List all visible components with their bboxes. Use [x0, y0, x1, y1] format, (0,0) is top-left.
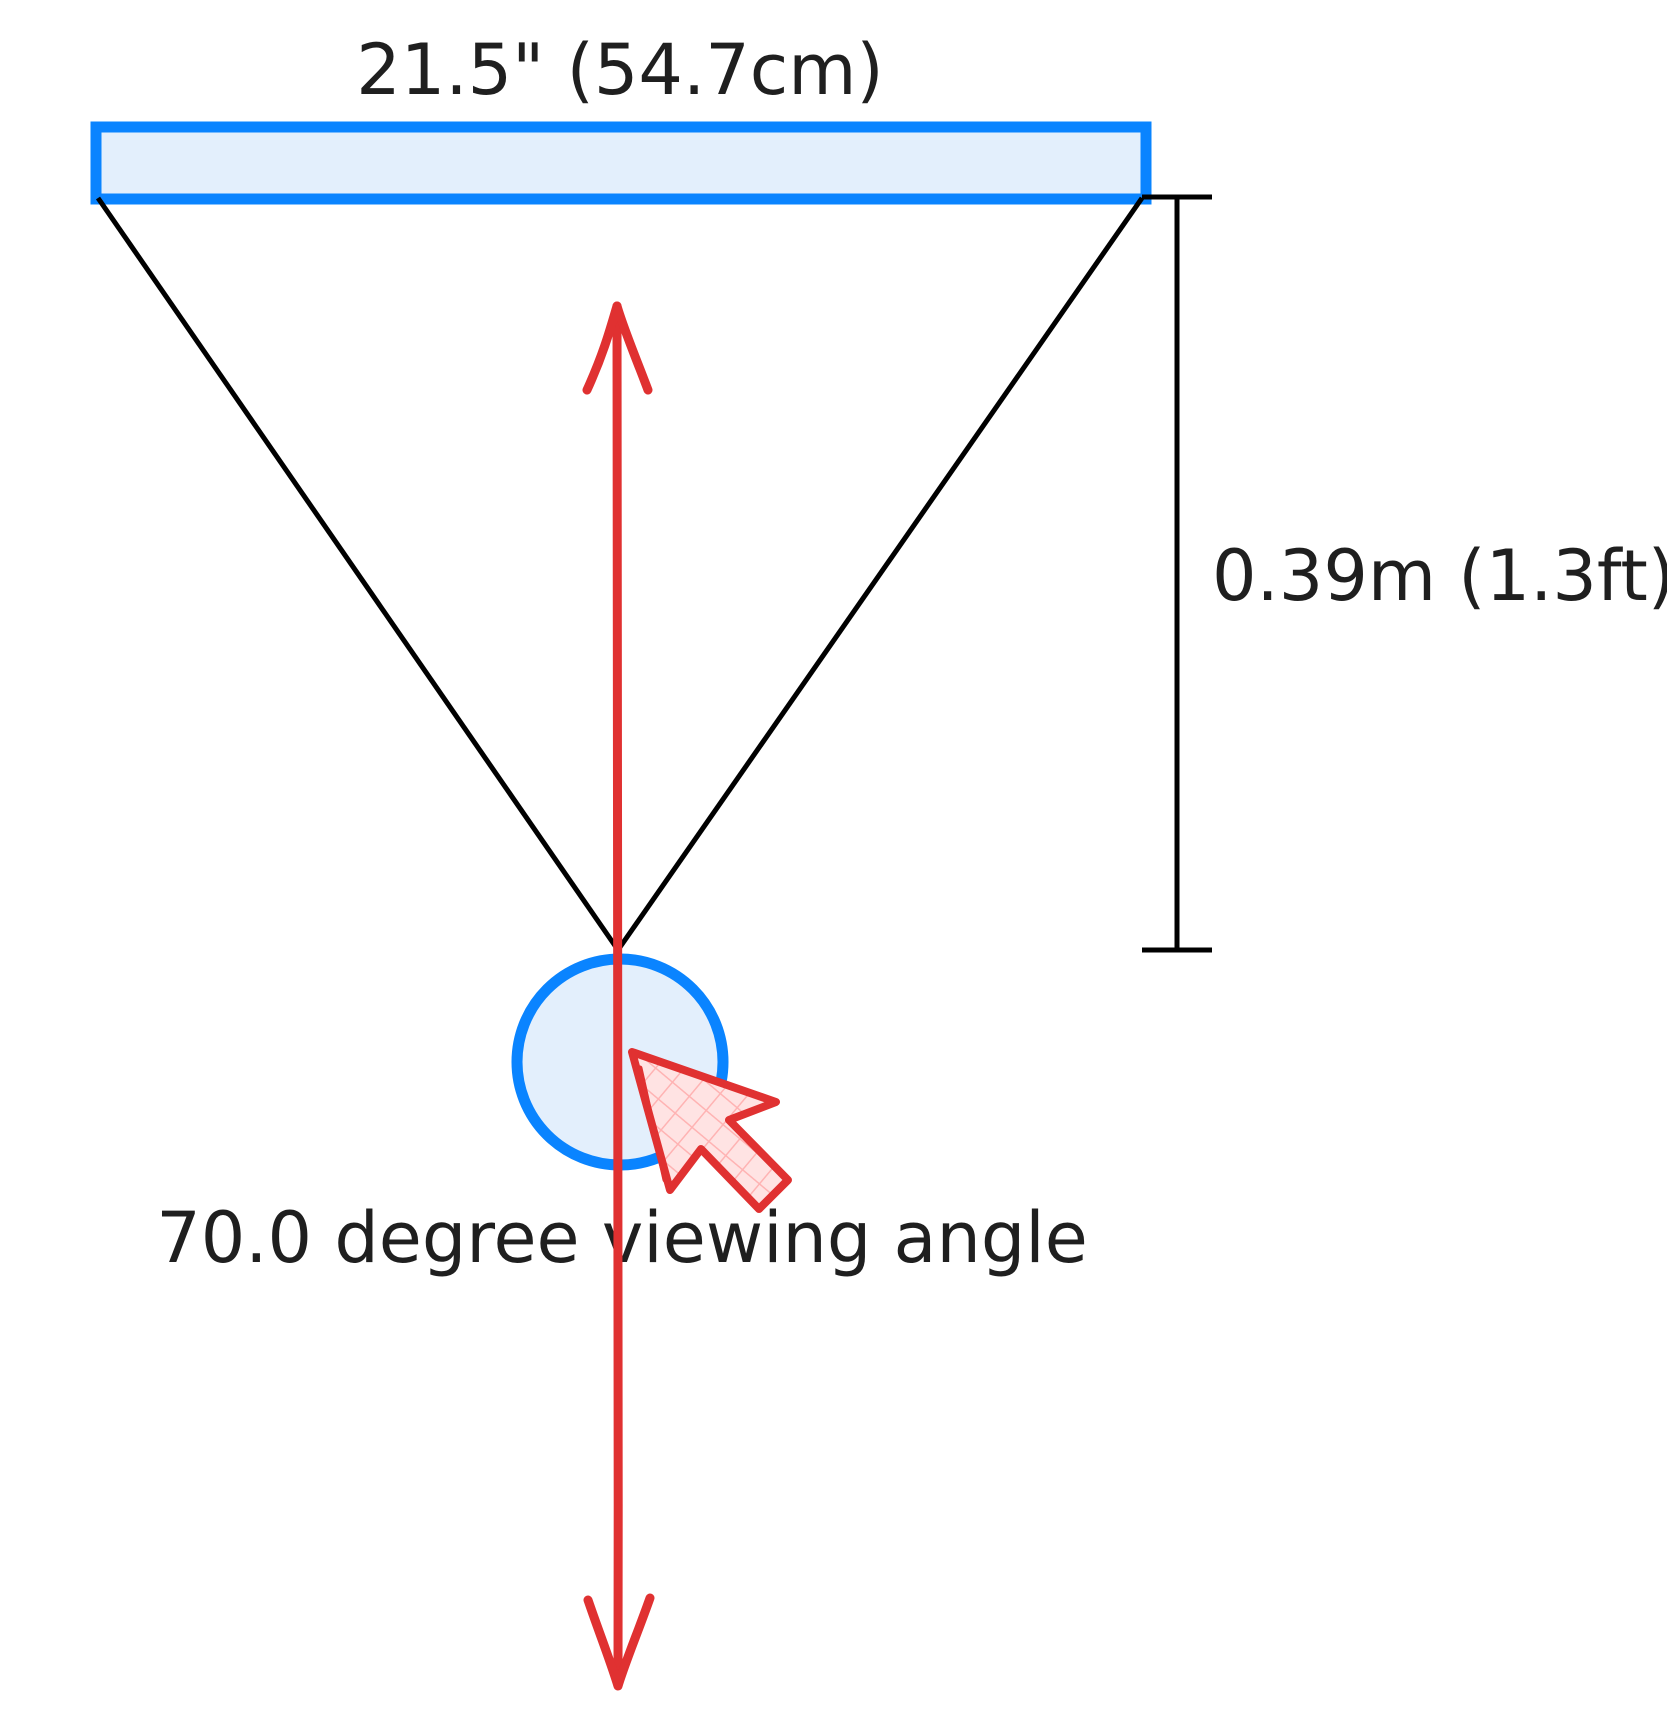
screen-width-label: 21.5" (54.7cm) — [356, 29, 883, 111]
fov-right-line — [615, 196, 1145, 952]
cursor-arrow-icon — [628, 1048, 792, 1213]
screen-rect — [90, 121, 1152, 205]
vertical-double-arrow-icon — [582, 301, 655, 1691]
viewing-distance-label: 0.39m (1.3ft) — [1212, 535, 1667, 617]
fov-left-line — [95, 196, 621, 952]
